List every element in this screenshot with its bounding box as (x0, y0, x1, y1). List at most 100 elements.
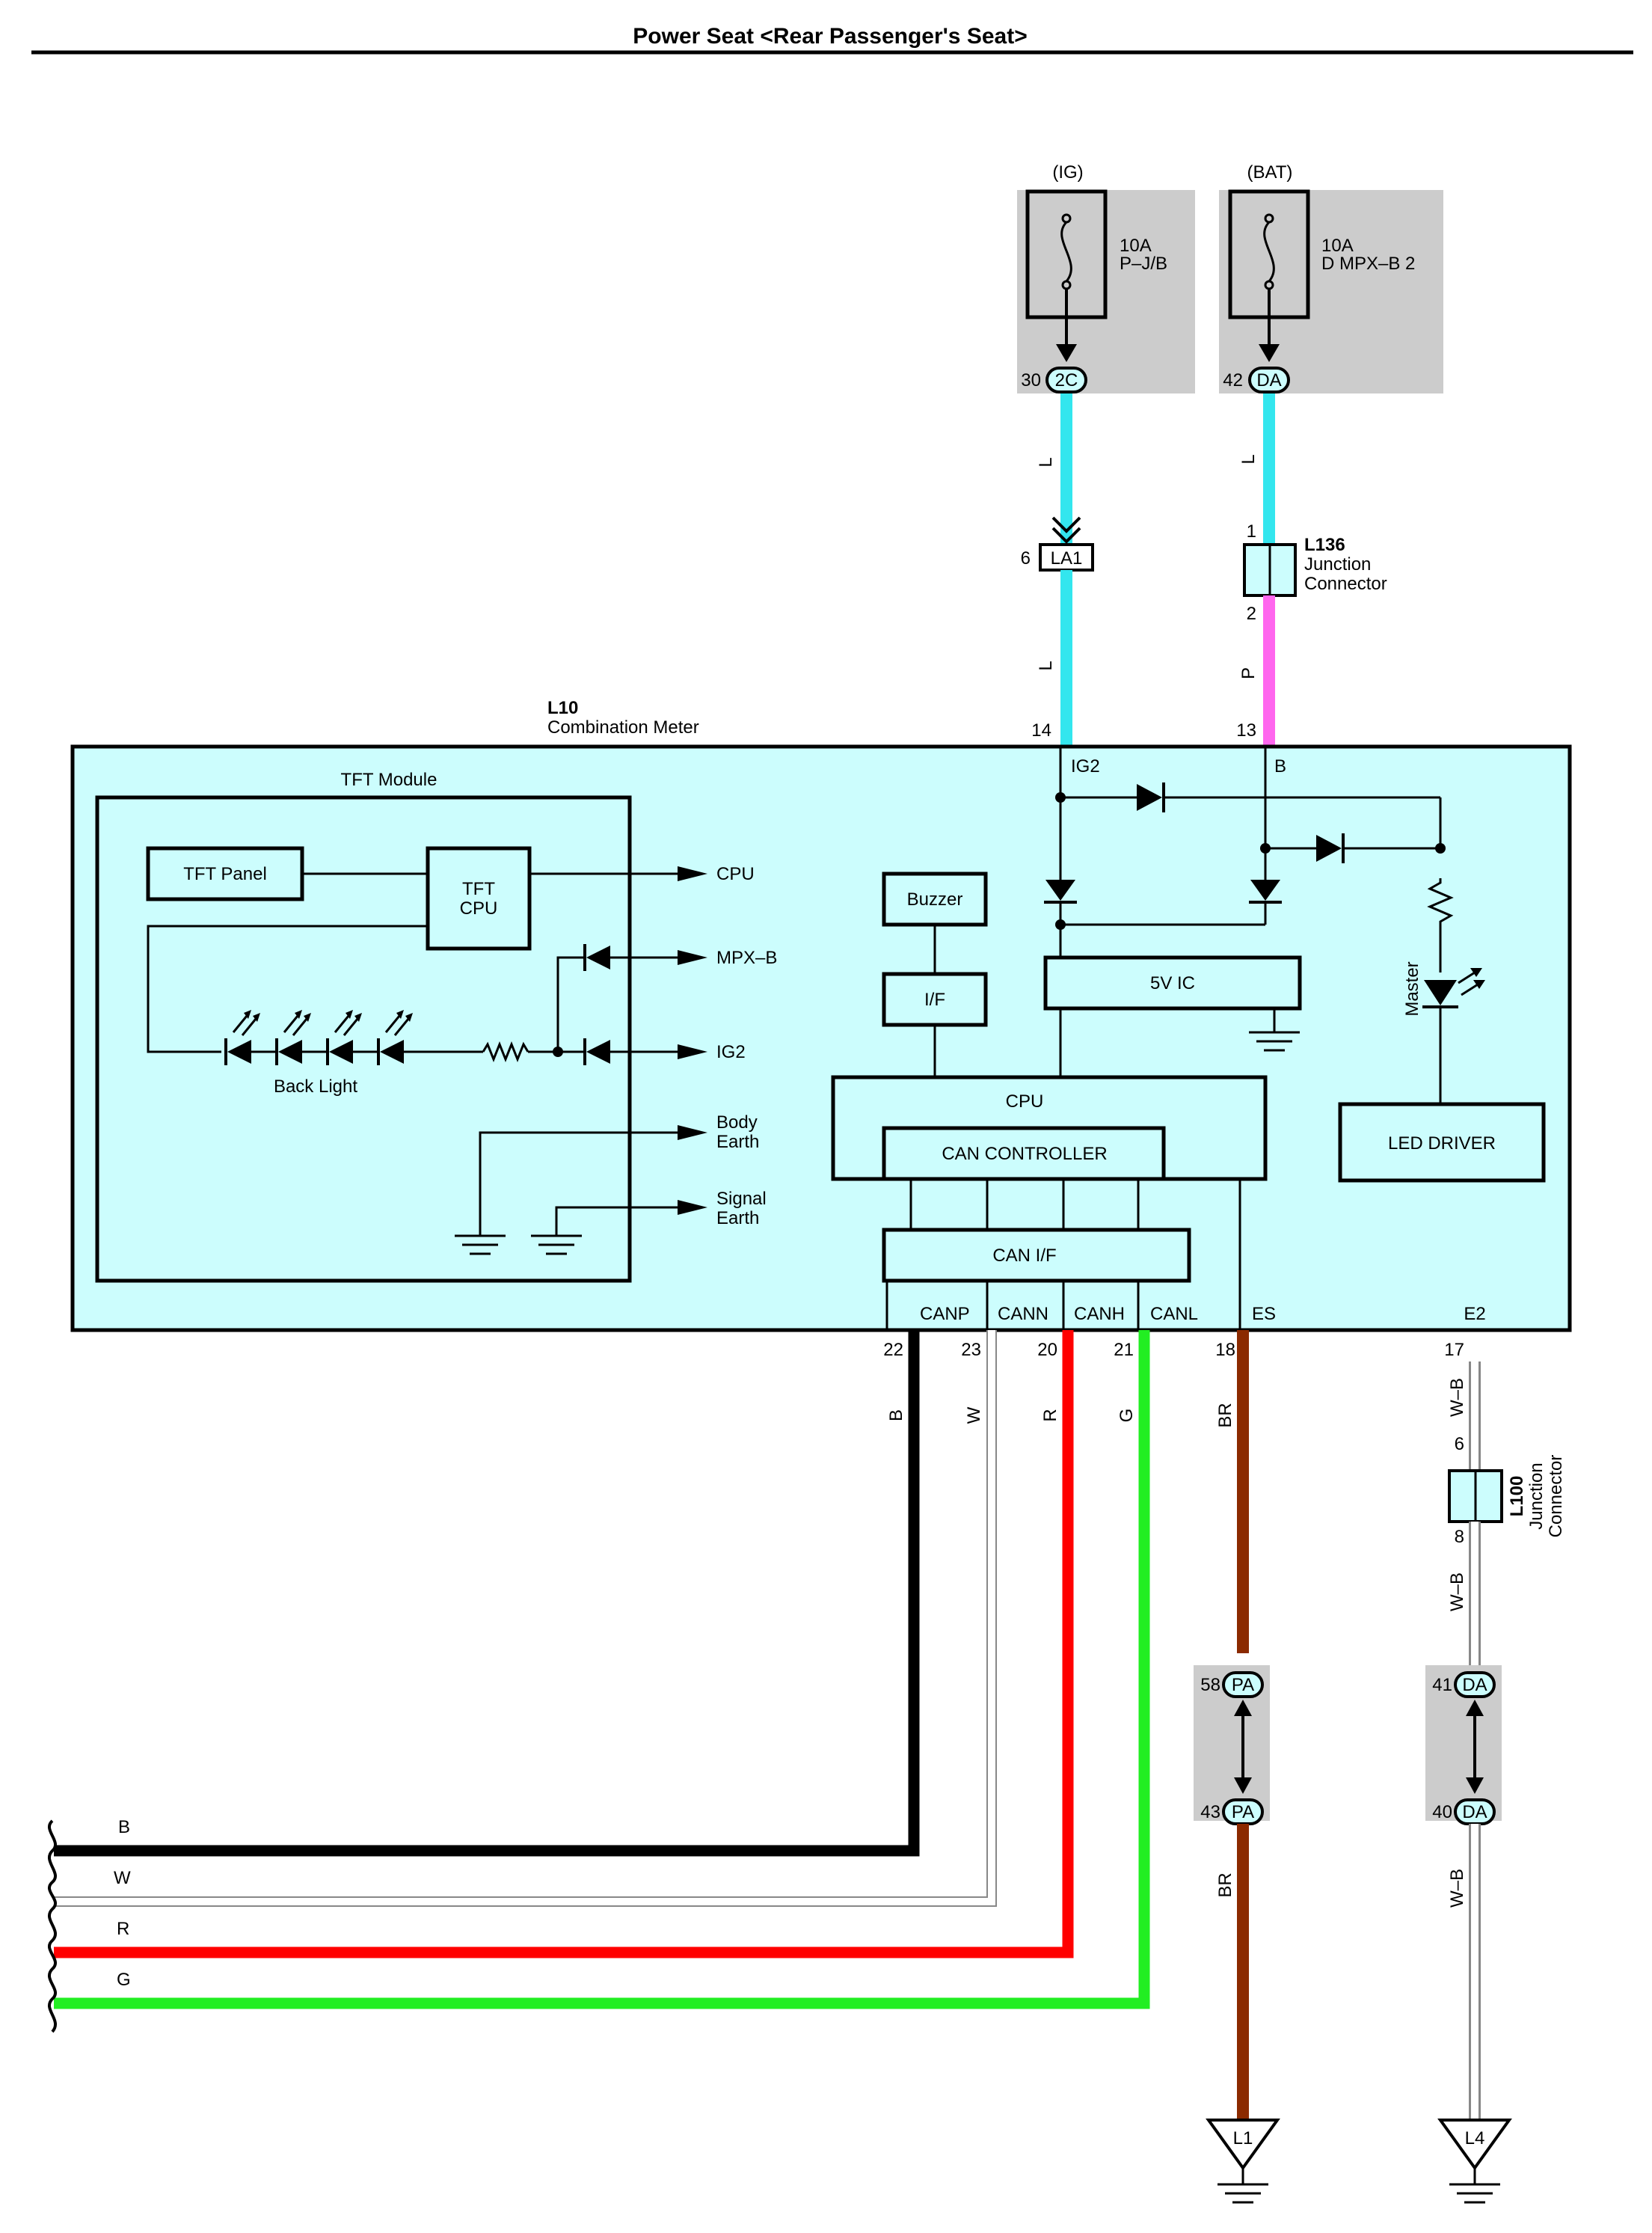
pin-21: 21 (1114, 1340, 1134, 1360)
arrow-down-icon (1466, 1777, 1484, 1794)
connector-2c (1045, 367, 1087, 393)
fuse-bat-pin: 42 (1223, 370, 1243, 390)
fuse-bat: (BAT) 10A D MPX–B 2 42 DA (1219, 162, 1443, 393)
wire-cann-w-outline (54, 1330, 997, 1907)
wire-code-br-lower: BR (1215, 1872, 1235, 1897)
diode-icon (586, 1040, 610, 1064)
tft-arrow-ig2: IG2 (716, 1042, 746, 1062)
wire-code-wb-1: W–B (1447, 1378, 1467, 1417)
wire-code-wb-3: W–B (1447, 1869, 1467, 1908)
break-line (47, 1819, 58, 2033)
pa-pin-bottom: 43 (1200, 1802, 1220, 1822)
fuse-ig-pin: 30 (1021, 370, 1041, 390)
signal-earth-line1: Signal (716, 1189, 767, 1209)
pin-22: 22 (883, 1340, 903, 1360)
wire-code-br-upper: BR (1215, 1403, 1235, 1427)
ground-icon (1217, 2168, 1268, 2204)
back-light-label: Back Light (274, 1076, 357, 1097)
bus-label-b: B (118, 1817, 130, 1837)
junction-dot (1435, 843, 1446, 854)
connector-da-mid-top-label: DA (1462, 1675, 1487, 1695)
body-earth-line2: Earth (716, 1132, 759, 1152)
wire-cann-w (54, 1330, 995, 1905)
led-driver (1338, 1102, 1546, 1183)
fuse-bat-shade (1219, 190, 1443, 393)
connector-pa-top-label: PA (1232, 1675, 1254, 1695)
terminal-es: ES (1252, 1304, 1276, 1324)
arrow-right-icon (678, 1200, 707, 1215)
tft-panel (146, 846, 304, 901)
arrow-up-icon (1466, 1700, 1484, 1716)
ic-5v-label: 5V IC (1150, 973, 1195, 993)
fuse-bat-name: D MPX–B 2 (1321, 254, 1415, 274)
buzzer-label: Buzzer (907, 889, 963, 910)
meter-cpu-label: CPU (1006, 1091, 1044, 1112)
wire-canp-b (54, 1330, 920, 1857)
meter-pin-ig2: 14 (1031, 720, 1051, 741)
connector-da-mid-bottom-label: DA (1462, 1802, 1487, 1822)
terminal-canl: CANL (1150, 1304, 1198, 1324)
pin-23: 23 (961, 1340, 981, 1360)
tft-cpu-line1: TFT (462, 879, 495, 899)
tft-panel-label: TFT Panel (183, 864, 267, 884)
wire-es-upper (1237, 1330, 1249, 1653)
l100-line2: Connector (1546, 1455, 1566, 1538)
l136-pin-bottom: 2 (1247, 604, 1256, 624)
connector-pa-bottom-label: PA (1232, 1802, 1254, 1822)
connector-la1-pin: 6 (1021, 548, 1031, 569)
wire-ig-upper-code: L (1036, 457, 1056, 467)
connector-2c-label: 2C (1055, 370, 1078, 390)
connector-la1-label: LA1 (1051, 548, 1083, 569)
wire-code-wb-2: W–B (1447, 1572, 1467, 1611)
wire-canl-g (54, 1330, 1150, 2009)
led-icon (1424, 980, 1457, 1005)
arrow-right-icon (678, 950, 707, 965)
fuse-bat-rating: 10A (1321, 236, 1354, 256)
led-icon (224, 1010, 260, 1065)
signal-earth-line2: Earth (716, 1208, 759, 1228)
diode-icon (1137, 784, 1162, 811)
l100-pin-bottom: 8 (1455, 1527, 1464, 1547)
ic-5v (1043, 955, 1302, 1011)
wire-code-w: W (964, 1406, 984, 1424)
tft-arrow-mpxb: MPX–B (716, 948, 777, 968)
diode-icon (1045, 880, 1075, 901)
arrow-right-icon (678, 1125, 707, 1140)
fuse-ig-supply: (IG) (1052, 162, 1083, 183)
arrow-right-icon (678, 1044, 707, 1059)
wire-bat-upper-code: L (1238, 454, 1259, 464)
wire-canh-r (54, 1330, 1074, 1958)
wire-e2-segment-1 (1469, 1361, 1481, 1472)
tft-cpu-line2: CPU (460, 898, 498, 919)
resistor-icon (482, 1041, 529, 1063)
tft-module-label: TFT Module (341, 770, 437, 790)
can-controller-label: CAN CONTROLLER (942, 1144, 1107, 1164)
fuse-ig-name: P–J/B (1120, 254, 1167, 274)
page-title: Power Seat <Rear Passenger's Seat> (633, 24, 1027, 49)
combination-meter (70, 744, 1572, 1332)
connector-da-top-label: DA (1256, 370, 1281, 390)
arrow-down-icon (1234, 1777, 1252, 1794)
diode-icon (1250, 880, 1280, 901)
meter-id: L10 (547, 698, 578, 718)
fuse-ig-arrow (1056, 344, 1077, 362)
wire-code-r: R (1040, 1409, 1060, 1421)
wire-e2-segment-2 (1469, 1522, 1481, 1673)
arrow-up-icon (1234, 1700, 1252, 1716)
wire-ig-upper (1060, 393, 1072, 551)
bus-label-w: W (114, 1868, 131, 1888)
connector-da-top (1248, 367, 1290, 393)
ground-icon (1449, 2168, 1500, 2204)
meter-b-label: B (1274, 756, 1286, 777)
led-icon (275, 1010, 311, 1065)
wire-code-g: G (1117, 1409, 1137, 1423)
l100-id: L100 (1507, 1476, 1527, 1517)
fuse-ig-rating: 10A (1120, 236, 1152, 256)
master-label: Master (1402, 961, 1422, 1016)
ground-icon (531, 1234, 582, 1255)
connector-la1 (1039, 543, 1094, 572)
wire-ig-lower (1060, 570, 1072, 747)
l136-line1: Junction (1304, 554, 1371, 575)
wire-bat-upper (1263, 393, 1275, 543)
